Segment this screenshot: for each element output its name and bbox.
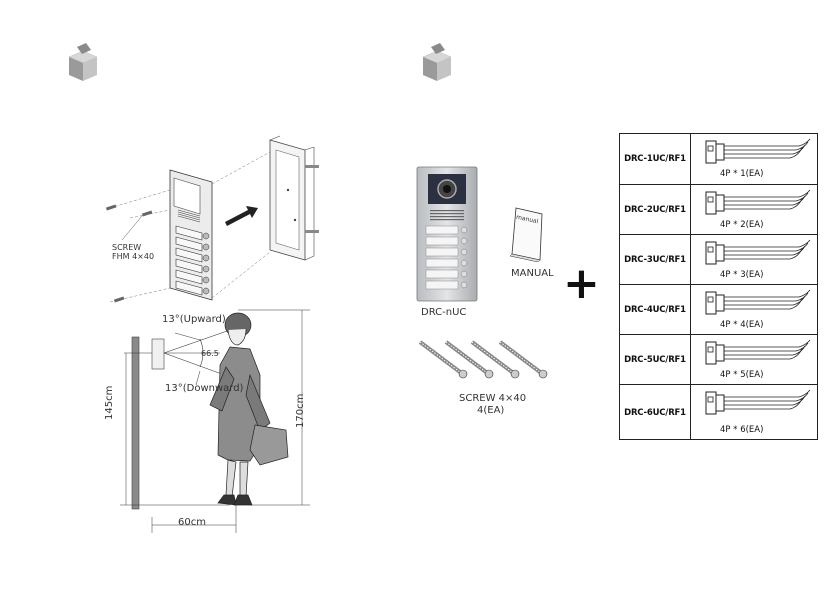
table-row: DRC-4UC/RF1 4P * 4(EA) xyxy=(620,284,817,335)
plus-sign: + xyxy=(563,262,600,306)
height-person-label: 170cm xyxy=(295,394,306,428)
cable-spec: 4P * 4(EA) xyxy=(720,320,763,330)
cable-spec: 4P * 5(EA) xyxy=(720,370,763,380)
screw-pack-qty: 4(EA) xyxy=(477,405,504,416)
cable-model: DRC-4UC/RF1 xyxy=(620,285,691,335)
height-device-label: 145cm xyxy=(104,386,115,420)
cable-spec: 4P * 3(EA) xyxy=(720,270,763,280)
cable-connector-icon xyxy=(704,189,814,219)
table-row: DRC-5UC/RF1 4P * 5(EA) xyxy=(620,334,817,385)
screw-spec: FHM 4×40 xyxy=(112,252,154,261)
height-diagram xyxy=(100,305,320,535)
cable-spec: 4P * 1(EA) xyxy=(720,169,763,179)
table-row: DRC-2UC/RF1 4P * 2(EA) xyxy=(620,184,817,235)
angle-down-label: 13°(Downward) xyxy=(165,383,243,394)
installation-diagram xyxy=(100,130,340,310)
cable-connector-icon xyxy=(704,289,814,319)
box-icon xyxy=(66,43,100,83)
screw-pack-label: SCREW 4×40 xyxy=(459,393,526,404)
cable-connector-icon xyxy=(704,138,814,168)
manual-booklet xyxy=(510,206,546,262)
cable-model: DRC-3UC/RF1 xyxy=(620,235,691,285)
distance-mid-label: 66.5 xyxy=(201,349,219,358)
table-row: DRC-6UC/RF1 4P * 6(EA) xyxy=(620,384,817,440)
cable-model: DRC-1UC/RF1 xyxy=(620,134,691,184)
cable-connector-icon xyxy=(704,389,814,419)
cable-spec: 4P * 2(EA) xyxy=(720,220,763,230)
cable-model: DRC-2UC/RF1 xyxy=(620,185,691,235)
box-icon xyxy=(420,43,454,83)
table-row: DRC-1UC/RF1 4P * 1(EA) xyxy=(620,134,817,184)
screw-label: SCREW xyxy=(112,243,141,252)
table-row: DRC-3UC/RF1 4P * 3(EA) xyxy=(620,234,817,285)
device-label: DRC-nUC xyxy=(421,307,466,318)
cable-model: DRC-5UC/RF1 xyxy=(620,335,691,385)
cable-connector-icon xyxy=(704,239,814,269)
cable-table: DRC-1UC/RF1 4P * 1(EA) DRC-2UC/RF1 4P * … xyxy=(619,133,818,440)
cable-spec: 4P * 6(EA) xyxy=(720,425,763,435)
cable-connector-icon xyxy=(704,339,814,369)
angle-up-label: 13°(Upward) xyxy=(162,314,226,325)
cable-model: DRC-6UC/RF1 xyxy=(620,385,691,440)
manual-label: MANUAL xyxy=(511,268,554,279)
device-panel xyxy=(416,166,478,302)
distance-floor-label: 60cm xyxy=(178,517,206,528)
screws-illustration xyxy=(416,336,556,386)
